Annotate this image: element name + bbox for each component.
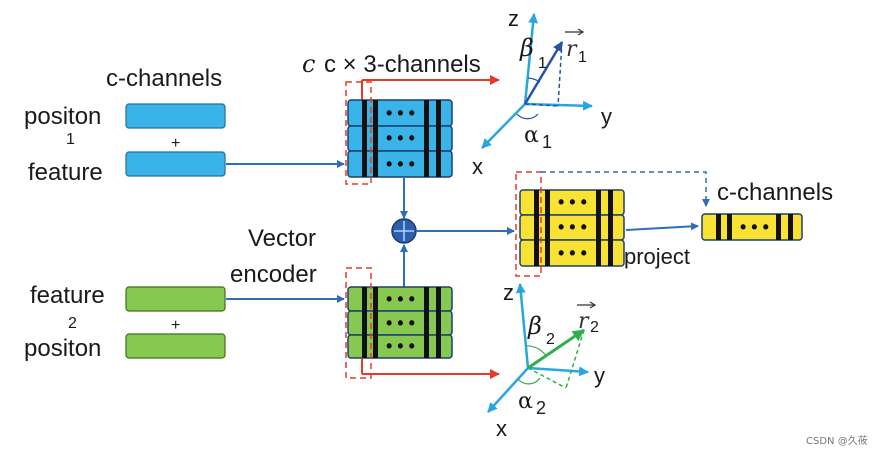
c-symbol: c bbox=[302, 50, 315, 78]
input2-plus: + bbox=[171, 317, 180, 334]
yellow-grid-bar-3 bbox=[596, 190, 601, 266]
blue-grid-bar-3 bbox=[424, 100, 429, 177]
axes1-projection-drop bbox=[557, 41, 563, 107]
axes2-alpha-sub: 2 bbox=[536, 398, 546, 418]
axes2-vector bbox=[527, 328, 585, 370]
adder-node bbox=[391, 218, 417, 244]
blue-grid-dots-2: • • • bbox=[386, 128, 415, 148]
axes1-x-axis bbox=[481, 103, 526, 149]
c-channels-label-top: c-channels bbox=[106, 65, 222, 92]
input2-feature-bar bbox=[125, 286, 226, 312]
input2-index: 2 bbox=[68, 315, 77, 332]
axes2-beta-arc bbox=[525, 345, 547, 357]
green-grid-bar-2 bbox=[373, 287, 378, 358]
yellow-grid-dots-2: • • • bbox=[558, 217, 587, 237]
axes2-x-axis bbox=[487, 367, 529, 413]
input1-index: 1 bbox=[66, 131, 75, 148]
green-grid-red-dashed-box bbox=[345, 267, 372, 379]
yellow-grid-dots-1: • • • bbox=[558, 192, 587, 212]
green-grid-bar-4 bbox=[436, 287, 441, 358]
c-times-3-label: c × 3-channels bbox=[324, 51, 481, 78]
axes1-x-label: x bbox=[472, 154, 483, 179]
output-yellow-bar: • • • bbox=[701, 213, 803, 241]
yellow-grid-red-dashed-box bbox=[515, 171, 542, 277]
axes2-alpha-label: α bbox=[518, 389, 533, 414]
yellow-grid: • • • • • • • • • bbox=[519, 189, 625, 267]
axes2-z-label: z bbox=[503, 280, 514, 305]
input1-feature-label: feature bbox=[28, 159, 103, 186]
axes2-projection-drop bbox=[565, 329, 585, 389]
axes1-projection bbox=[524, 103, 559, 107]
blue-grid-bar-1 bbox=[362, 100, 367, 177]
yellow-grid-dots-3: • • • bbox=[558, 243, 587, 263]
blue-grid-red-dashed-box bbox=[345, 81, 372, 185]
axes1-beta-label: β bbox=[519, 34, 534, 62]
c-channels-label-right: c-channels bbox=[717, 179, 833, 206]
axes2-vector-label: r bbox=[578, 309, 590, 334]
project-label: project bbox=[624, 244, 690, 269]
axes2-x-label: x bbox=[496, 416, 507, 441]
axes2-vector-sub: 2 bbox=[590, 319, 599, 336]
blue-grid-bar-4 bbox=[436, 100, 441, 177]
yellow-to-output-arrow bbox=[625, 222, 699, 231]
axes-1: z y x β 1 α 1 r 1 bbox=[472, 6, 612, 179]
yellow-grid-bar-1 bbox=[534, 190, 539, 266]
axes2-vector-arrowhead bbox=[589, 301, 597, 309]
axes1-alpha-sub: 1 bbox=[542, 132, 552, 152]
axes2-beta-sub: 2 bbox=[546, 331, 555, 348]
blue-grid-dots-3: • • • bbox=[386, 154, 415, 174]
green-grid-dots-1: • • • bbox=[386, 289, 415, 309]
yellow-dashed-arrow bbox=[541, 171, 710, 207]
axes1-vector-label: r bbox=[566, 37, 578, 62]
output-dots: • • • bbox=[740, 217, 769, 237]
input1-position-bar bbox=[125, 103, 226, 129]
green-grid-dots-3: • • • bbox=[386, 336, 415, 356]
axes2-projection bbox=[527, 367, 567, 389]
yellow-grid-bar-2 bbox=[545, 190, 550, 266]
watermark: CSDN @久莜 bbox=[806, 434, 868, 447]
green-grid-bar-1 bbox=[362, 287, 367, 358]
axes1-vector-sub: 1 bbox=[578, 49, 587, 66]
input2-position-label: positon bbox=[24, 335, 101, 362]
axes2-z-axis bbox=[515, 283, 530, 369]
axes1-z-label: z bbox=[508, 6, 519, 31]
axes1-alpha-label: α bbox=[524, 123, 539, 148]
axes1-vector-arrowhead bbox=[577, 28, 585, 36]
axes1-alpha-arc bbox=[516, 113, 539, 120]
input1-position-label: positon bbox=[24, 103, 101, 130]
blue-grid: • • • • • • • • • bbox=[347, 99, 453, 178]
input1-feature-bar bbox=[125, 151, 226, 177]
axes-2: z y x β 2 α 2 r 2 bbox=[487, 280, 605, 441]
axes2-y-label: y bbox=[594, 363, 605, 388]
vector-encoder-label-1: Vector bbox=[248, 225, 316, 252]
axes1-beta-sub: 1 bbox=[538, 55, 547, 72]
blue-grid-bar-2 bbox=[373, 100, 378, 177]
yellow-grid-bar-4 bbox=[608, 190, 613, 266]
input1-plus: + bbox=[171, 135, 180, 152]
green-grid: • • • • • • • • • bbox=[347, 286, 453, 359]
axes2-beta-label: β bbox=[527, 312, 542, 340]
axes1-y-label: y bbox=[601, 104, 612, 129]
vector-encoder-label-2: encoder bbox=[230, 261, 317, 288]
blue-grid-dots-1: • • • bbox=[386, 103, 415, 123]
green-grid-bar-3 bbox=[424, 287, 429, 358]
axes1-vector bbox=[523, 41, 564, 105]
axes1-beta-arc bbox=[527, 77, 541, 83]
axes1-z-axis bbox=[523, 13, 539, 105]
input2-feature-label: feature bbox=[30, 282, 105, 309]
input2-position-bar bbox=[125, 333, 226, 359]
green-grid-dots-2: • • • bbox=[386, 313, 415, 333]
axes2-y-axis bbox=[527, 366, 589, 377]
axes2-alpha-arc bbox=[517, 377, 541, 385]
